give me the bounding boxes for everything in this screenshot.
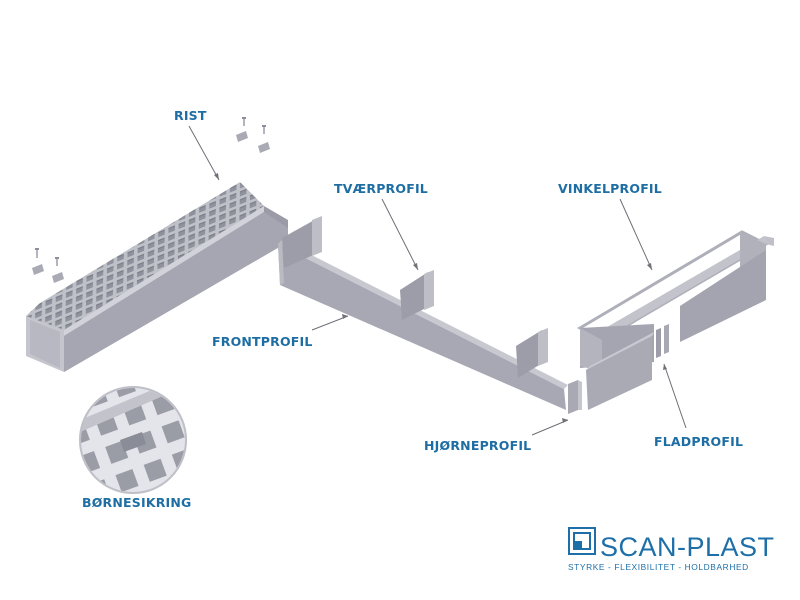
clip-parts-left [32,248,64,283]
leader-frontprofil [311,315,349,331]
hjorneprofil-piece [568,380,582,414]
leader-tvaerprofil [381,198,419,271]
fladprofil-strips [656,324,669,358]
rist-top-grate [26,182,264,330]
leader-lines [188,125,687,436]
label-tvaerprofil: TVÆRPROFIL [334,181,428,196]
rist-grate-assembly [26,182,288,372]
label-bornesikring: BØRNESIKRING [82,495,192,510]
label-fladprofil: FLADPROFIL [654,434,744,449]
leader-rist [188,125,220,181]
leader-hjorneprofil [531,419,569,436]
leader-fladprofil [663,363,687,429]
brand-name: SCAN-PLAST [600,532,775,562]
label-rist: RIST [174,108,207,123]
vinkelprofil-frame [576,230,774,410]
clip-parts-top [236,117,270,153]
leader-vinkelprofil [619,198,653,271]
frontprofil-plate [278,240,568,410]
tvaerprofil-pieces [282,216,548,378]
label-frontprofil: FRONTPROFIL [212,334,313,349]
bornesikring-detail [79,386,187,494]
label-hjorneprofil: HJØRNEPROFIL [424,438,532,453]
brand-tagline: STYRKE - FLEXIBILITET - HOLDBARHED [568,562,749,572]
scan-plast-logo-icon [568,527,596,555]
label-vinkelprofil: VINKELPROFIL [558,181,662,196]
